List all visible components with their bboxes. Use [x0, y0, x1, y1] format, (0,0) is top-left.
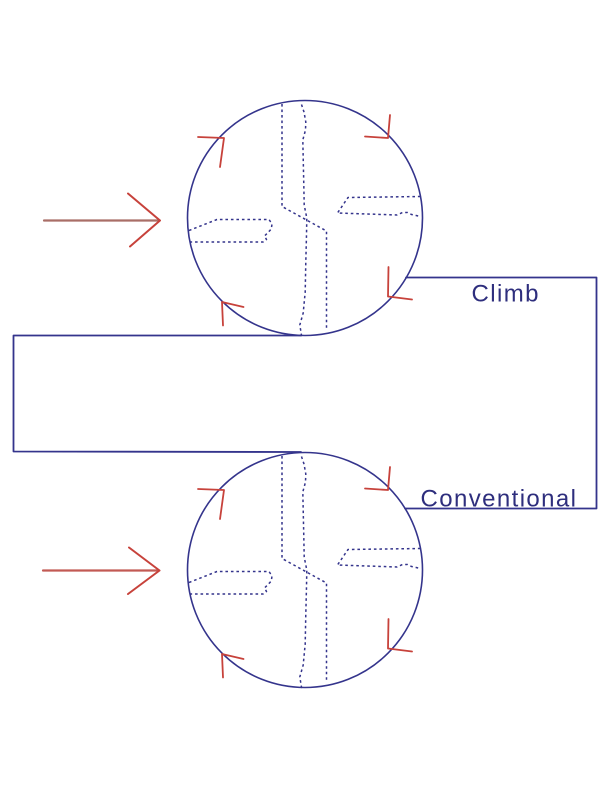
- feed-arrowhead-icon-bottom: [127, 546, 161, 595]
- rotation-tick-icon-bottom-lower-right: [387, 618, 413, 653]
- cutter-bottom-circle: [186, 451, 424, 689]
- chip-section-left-top: [188, 218, 273, 243]
- cutter-top-climb: [186, 99, 424, 338]
- rotation-tick-icon-top-lower-left: [221, 301, 245, 327]
- feed-arrow-top: [42, 192, 161, 248]
- cutter-bottom-conventional: [186, 451, 424, 690]
- rotation-tick-icon-bottom-upper-right: [364, 466, 391, 491]
- rotation-tick-icon-top-upper-right: [364, 114, 391, 139]
- tooth-path-wavy-top: [299, 104, 308, 338]
- climb-label: Climb: [472, 281, 540, 308]
- cutter-top-circle: [186, 99, 424, 337]
- rotation-tick-icon-top-upper-left: [197, 136, 225, 168]
- rotation-tick-icon-top-lower-right: [387, 266, 413, 301]
- conventional-label: Conventional: [421, 486, 578, 513]
- feed-arrow-bottom: [41, 546, 161, 595]
- tooth-path-stepped-bottom: [281, 456, 328, 682]
- tooth-path-wavy-bottom: [299, 456, 308, 690]
- feed-arrowhead-icon-top: [127, 192, 161, 248]
- chip-section-right-bottom: [336, 547, 421, 570]
- chip-section-right-top: [336, 195, 421, 218]
- rotation-tick-icon-bottom-upper-left: [197, 488, 225, 520]
- workpiece-machined-block-outline: [12, 334, 302, 453]
- rotation-tick-icon-bottom-lower-left: [221, 653, 245, 679]
- workpiece-uncut-stock-outline: [404, 276, 598, 510]
- workpiece: [12, 276, 598, 510]
- chip-section-left-bottom: [188, 570, 273, 595]
- tooth-path-stepped-top: [281, 104, 328, 330]
